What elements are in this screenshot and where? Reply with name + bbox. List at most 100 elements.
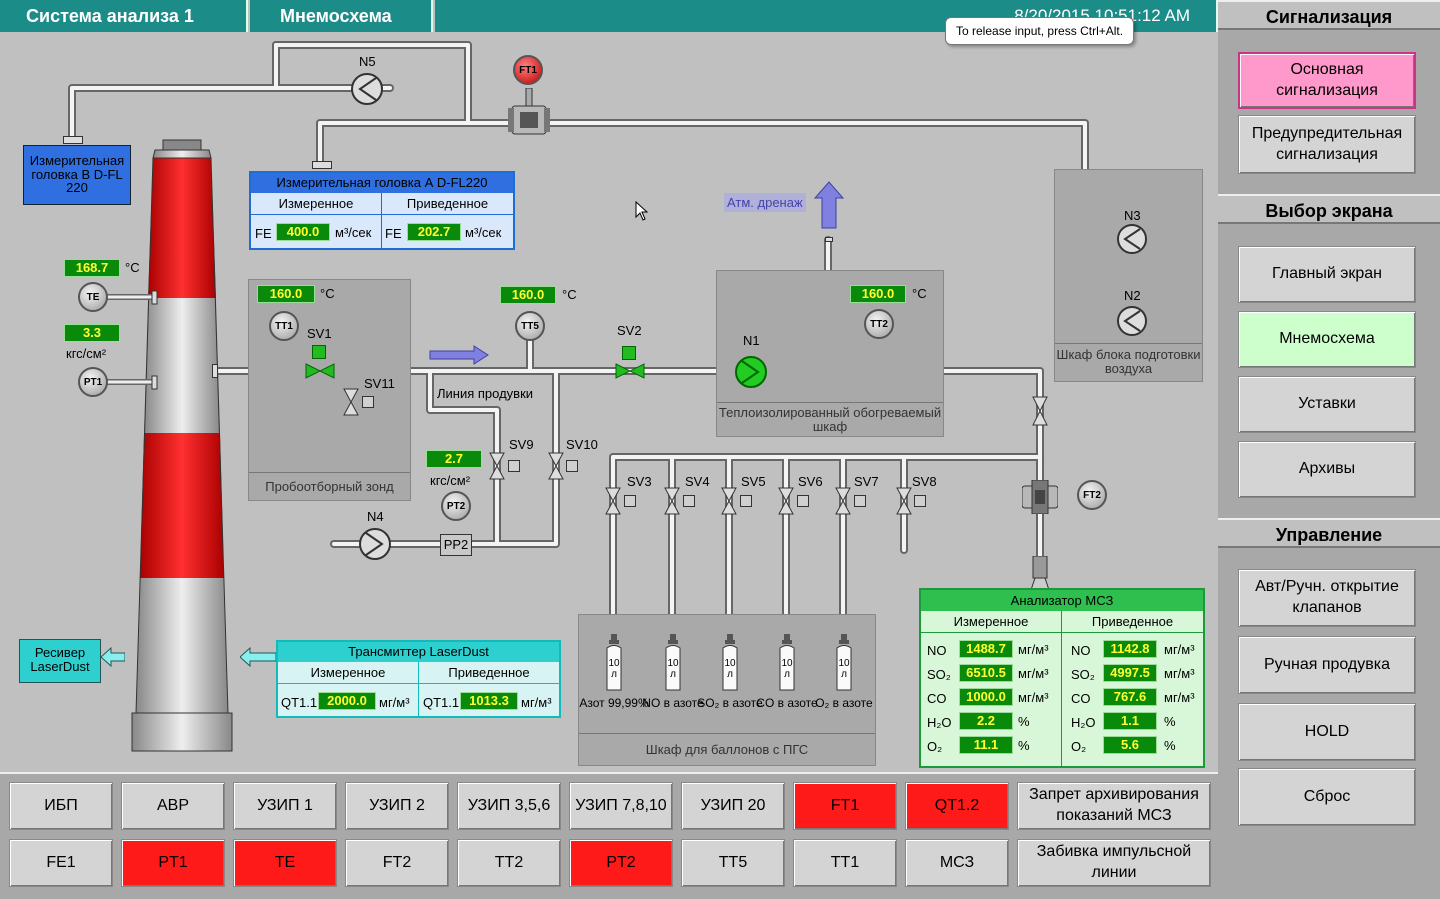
receiver-laserdust[interactable]: Ресивер LaserDust [19,639,101,683]
bottle-label: CO в азоте [756,696,818,710]
analyzer-measured-value: 11.1 [959,736,1013,754]
status-button[interactable]: АВР [121,782,225,830]
control-button[interactable]: Ручная продувка [1238,636,1416,694]
pump-n3-icon[interactable] [1116,223,1148,255]
screen-button[interactable]: Архивы [1238,441,1416,498]
qt11-measured-value: 2000.0 [318,692,376,710]
pp2-block: PP2 [440,534,472,556]
status-button[interactable]: PT2 [569,839,673,887]
analyzer-gas-name: SO₂ [927,667,951,682]
pump-n1-icon[interactable] [734,355,768,389]
analyzer-panel: Анализатор МСЗ Измеренное Приведенное NO… [919,588,1205,768]
status-button[interactable]: PT1 [121,839,225,887]
tt1-value: 160.0 [257,285,315,303]
control-button[interactable]: HOLD [1238,703,1416,761]
ft1-flowmeter-icon [508,88,550,135]
screen-button[interactable]: Уставки [1238,376,1416,433]
status-button[interactable]: УЗИП 7,8,10 [569,782,673,830]
analyzer-reduced-value: 767.6 [1103,688,1157,706]
pt2-gauge-icon[interactable]: PT2 [441,491,471,521]
pump-n2-icon[interactable] [1116,305,1148,337]
tooltip: To release input, press Ctrl+Alt. [945,17,1135,45]
analyzer-gas-name: NO [927,643,947,658]
pt1-gauge-icon[interactable]: PT1 [78,367,108,397]
warning-alarm-button[interactable]: Предупредительная сигнализация [1238,115,1416,174]
bottle-volume: 10 л [608,658,620,680]
status-button[interactable]: TT2 [457,839,561,887]
analyzer-gas-name: H₂O [1071,715,1096,730]
analyzer-reduced-value: 5.6 [1103,736,1157,754]
analyzer-unit: мг/м³ [1018,642,1049,657]
analyzer-title: Анализатор МСЗ [921,590,1203,611]
valve-sv10-icon[interactable] [548,452,564,480]
analyzer-gas-name: NO [1071,643,1091,658]
pump-n5-icon[interactable] [350,72,384,106]
status-button[interactable]: TT5 [681,839,785,887]
valve-sv1-icon[interactable] [305,363,335,379]
valve-sv2-icon[interactable] [615,363,645,379]
drain-arrow-icon [813,181,845,229]
valve-sv7-icon[interactable] [835,487,851,515]
control-button[interactable]: Сброс [1238,768,1416,826]
tt2-gauge-icon[interactable]: TT2 [864,309,894,339]
main-alarm-button[interactable]: Основная сигнализация [1238,52,1416,109]
status-button[interactable]: УЗИП 20 [681,782,785,830]
analyzer-reduced-value: 4997.5 [1103,664,1157,682]
analyzer-measured-value: 1488.7 [959,640,1013,658]
status-button[interactable]: TT1 [793,839,897,887]
control-button[interactable]: Авт/Ручн. открытие клапанов [1238,569,1416,627]
valve-sv3-icon[interactable] [605,487,621,515]
status-button[interactable]: Запрет архивирования показаний МСЗ [1017,782,1211,830]
stack [131,139,233,752]
laserdust-panel: Трансмиттер LaserDust Измеренное Приведе… [276,640,561,718]
head-b-label[interactable]: Измерительная головка В D-FL 220 [23,145,131,205]
status-button[interactable]: TE [233,839,337,887]
status-button[interactable]: FT2 [345,839,449,887]
ft2-gauge-icon[interactable]: FT2 [1077,480,1107,510]
valve-main-icon[interactable] [1032,396,1048,426]
valve-sv8-icon[interactable] [896,487,912,515]
status-button[interactable]: УЗИП 2 [345,782,449,830]
right-panel: Сигнализация Основная сигнализация Преду… [1218,0,1440,899]
receiver-arrow-icon [101,647,125,667]
bottle-label: NO в азоте [642,696,704,710]
tt1-gauge-icon[interactable]: TT1 [269,311,299,341]
status-button[interactable]: FE1 [9,839,113,887]
valve-sv9-icon[interactable] [489,452,505,480]
screen-title: Мнемосхема [250,0,433,32]
status-button[interactable]: МСЗ [905,839,1009,887]
bottle-volume: 10 л [667,658,679,680]
status-button[interactable]: УЗИП 3,5,6 [457,782,561,830]
status-button[interactable]: QT1.2 [905,782,1009,830]
valve-sv11-icon[interactable] [343,388,359,416]
status-button[interactable]: Забивка импульсной линии [1017,839,1211,887]
screen-button[interactable]: Мнемосхема [1238,311,1416,368]
valve-sv6-icon[interactable] [778,487,794,515]
analyzer-gas-name: SO₂ [1071,667,1095,682]
status-button[interactable]: FT1 [793,782,897,830]
analyzer-gas-name: CO [927,691,947,706]
bottle-label: O₂ в азоте [815,696,873,710]
valve-sv4-icon[interactable] [664,487,680,515]
analyzer-gas-name: O₂ [1071,739,1087,754]
pump-n4-icon[interactable] [358,527,392,561]
fe-measured-value: 400.0 [276,223,330,241]
screen-button[interactable]: Главный экран [1238,246,1416,303]
analyzer-unit: % [1164,738,1176,753]
fe-reduced-value: 202.7 [407,223,461,241]
pt2-value: 2.7 [426,450,482,468]
status-button[interactable]: ИБП [9,782,113,830]
analyzer-unit: мг/м³ [1164,690,1195,705]
ft1-gauge-icon[interactable]: FT1 [513,55,543,85]
analyzer-gas-name: CO [1071,691,1091,706]
status-button[interactable]: УЗИП 1 [233,782,337,830]
te-gauge-icon[interactable]: TE [78,282,108,312]
ft2-flowmeter-icon [1022,480,1058,514]
tt2-value: 160.0 [850,285,906,303]
bottle-volume: 10 л [838,658,850,680]
bottle-label: SO₂ в азоте [697,696,763,710]
bottle-volume: 10 л [724,658,736,680]
valve-sv5-icon[interactable] [721,487,737,515]
tt5-gauge-icon[interactable]: TT5 [515,311,545,341]
